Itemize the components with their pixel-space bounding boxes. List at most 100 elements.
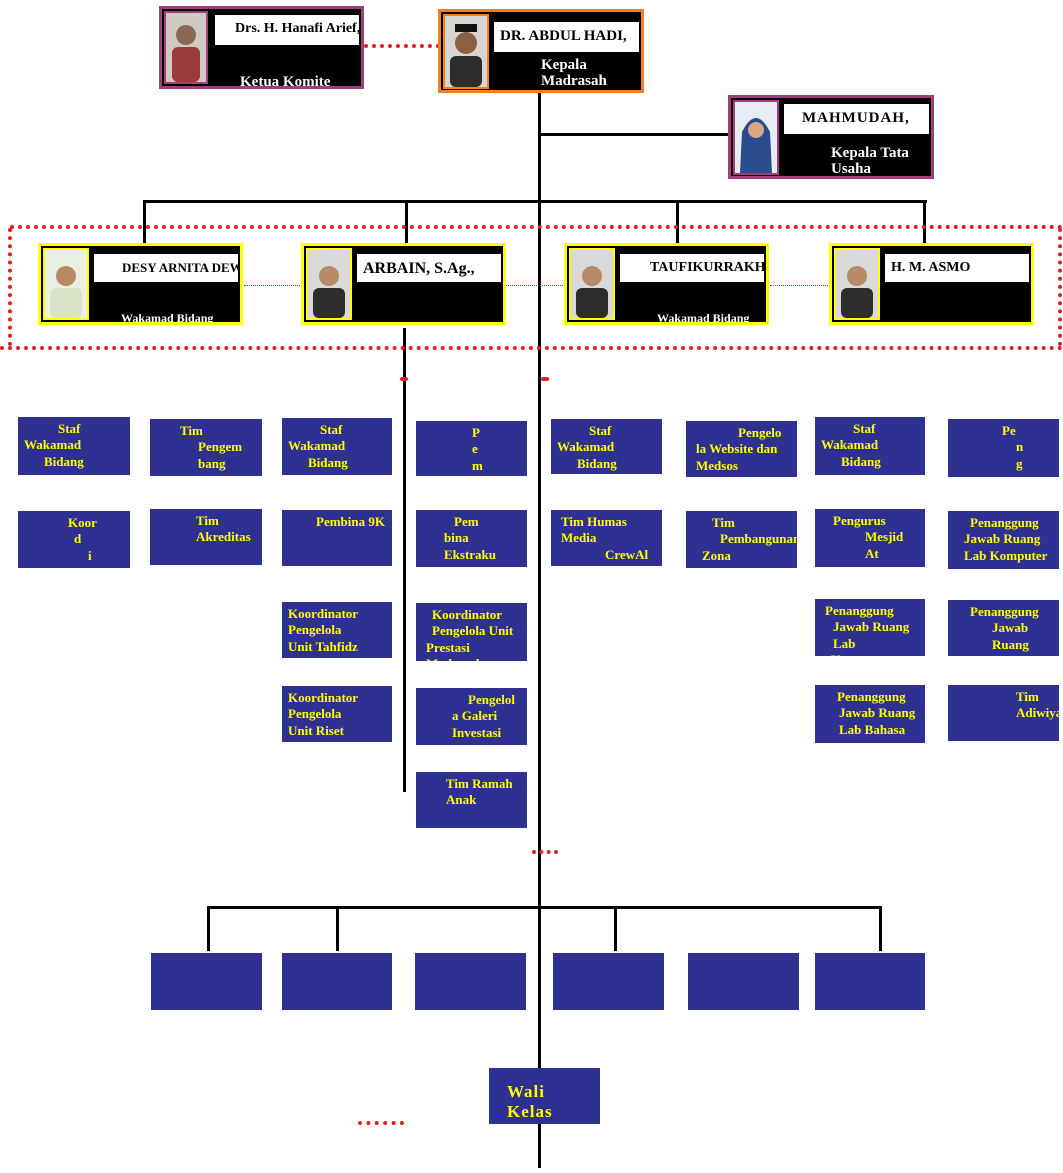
- unit-box-line: CrewAl: [605, 546, 649, 562]
- wakamad-photo: [569, 248, 615, 320]
- unit-box-line: Staf: [58, 421, 81, 436]
- kepala-tata-usaha-role: Kepala Tata Usaha: [831, 146, 909, 176]
- komite-dashed-link: [364, 44, 440, 48]
- bottom-drop-4: [879, 906, 882, 951]
- unit-box-line: i: [88, 547, 92, 563]
- unit-box-line: d: [74, 531, 82, 547]
- unit-box-line: Pengelola Unit: [432, 623, 514, 639]
- unit-box-line: Staf: [320, 422, 343, 437]
- unit-box-line: Lab Bahasa: [839, 721, 906, 737]
- wakamad-card: TAUFIKURRAKH Wakamad Bidang: [564, 243, 769, 325]
- wakamad-horizontal-line: [143, 200, 927, 203]
- dashed-mark-2: [541, 377, 549, 381]
- unit-box-line: Akreditas: [196, 529, 251, 545]
- unit-box-line: Jawab Ruang: [839, 705, 916, 721]
- main-vertical-line: [538, 92, 541, 1168]
- wakamad-role: Wakamad Bidang: [121, 312, 214, 324]
- ketua-komite-photo: [164, 11, 208, 84]
- dashed-mark-4: [358, 1121, 404, 1125]
- unit-box-line: Mesjid: [865, 529, 904, 545]
- unit-box-line: Komputer: [821, 652, 919, 656]
- wakamad-role: [384, 312, 494, 322]
- unit-box-line: Wakamad: [288, 438, 346, 454]
- unit-box-line: Unit Tahfidz: [288, 638, 358, 654]
- unit-box-line: Bidang: [44, 453, 84, 469]
- unit-box-line: Wakamad: [24, 437, 82, 453]
- kepala-madrasah-card: DR. ABDUL HADI, Kepala Madrasah: [438, 9, 644, 93]
- bottom-drop-2: [336, 906, 339, 951]
- unit-box: Pembina 9K: [282, 510, 392, 566]
- ketua-komite-card: Drs. H. Hanafi Arief, SH, Ketua Komite: [159, 6, 364, 89]
- dashed-mark-3: [532, 850, 558, 854]
- wakamad-dashed-top: [10, 225, 1063, 229]
- unit-box-line: Anak: [446, 792, 477, 808]
- unit-box-line: bina: [444, 530, 469, 546]
- unit-box-line: Wakamad: [557, 439, 615, 455]
- unit-box-line: Jawab Ruang Lab: [833, 619, 910, 651]
- unit-box-line: Bidang: [841, 453, 881, 469]
- arbain-vertical-line: [403, 328, 406, 792]
- unit-box-line: Jawab Ruang: [992, 620, 1029, 652]
- unit-box-line: Tim Humas Media: [561, 514, 627, 546]
- ketua-komite-role: Ketua Komite: [240, 75, 331, 89]
- unit-box-line: Pem: [454, 514, 479, 529]
- unit-box-line: Penanggung: [970, 515, 1039, 530]
- unit-box-line: m: [472, 457, 483, 473]
- unit-box-line: Ekstraku: [444, 546, 497, 562]
- wakamad-name: TAUFIKURRAKH: [620, 254, 764, 282]
- unit-box-line: Pengelol: [468, 692, 515, 707]
- wakamad-photo: [834, 248, 880, 320]
- kepala-madrasah-photo: [443, 14, 489, 89]
- unit-box: Tim Adiwiyata: [948, 685, 1059, 741]
- wakamad-dotted-link-1: [244, 285, 302, 286]
- wakamad-dashed-right: [1058, 228, 1062, 346]
- wakamad-photo: [43, 248, 89, 320]
- unit-box-line: Pengelola: [288, 622, 342, 638]
- wakamad-drop-4: [923, 200, 926, 245]
- unit-box-line: g: [1016, 455, 1023, 471]
- unit-box-line: Penanggung: [825, 603, 894, 618]
- unit-box-line: Bidang: [577, 455, 617, 471]
- unit-box-line: Medsos: [696, 457, 738, 473]
- bottom-box: [815, 953, 925, 1010]
- bottom-box: [282, 953, 392, 1010]
- unit-box-line: bang: [198, 455, 226, 471]
- bottom-horizontal-line: [207, 906, 881, 909]
- unit-box-line: Penanggung: [970, 604, 1039, 619]
- unit-box-line: Investasi: [452, 724, 502, 740]
- unit-box-line: Koordinator: [432, 607, 503, 622]
- wakamad-card: H. M. ASMO: [829, 243, 1034, 325]
- wakamad-name: ARBAIN, S.Ag.,: [357, 254, 501, 282]
- dashed-mark-1: [400, 377, 408, 381]
- unit-box-line: Kamal: [557, 563, 656, 566]
- unit-box-line: Unit Riset: [288, 722, 344, 738]
- unit-box-line: P: [472, 425, 480, 440]
- unit-box-line: Pengurus: [833, 513, 886, 528]
- unit-box-line: At: [865, 545, 879, 561]
- unit-box-line: n: [1016, 439, 1024, 455]
- bottom-box: [553, 953, 664, 1010]
- unit-box-line: Jawab Ruang: [964, 531, 1041, 547]
- unit-box-line: Seni: [954, 653, 1053, 656]
- kepala-tata-usaha-card: MAHMUDAH, Kepala Tata Usaha: [728, 95, 934, 179]
- bottom-box: [688, 953, 799, 1010]
- wakamad-name: DESY ARNITA DEWI: [94, 254, 238, 282]
- wakamad-dotted-link-2: [505, 285, 565, 286]
- wakamad-card: ARBAIN, S.Ag.,: [301, 243, 506, 325]
- bottom-drop-1: [207, 906, 210, 951]
